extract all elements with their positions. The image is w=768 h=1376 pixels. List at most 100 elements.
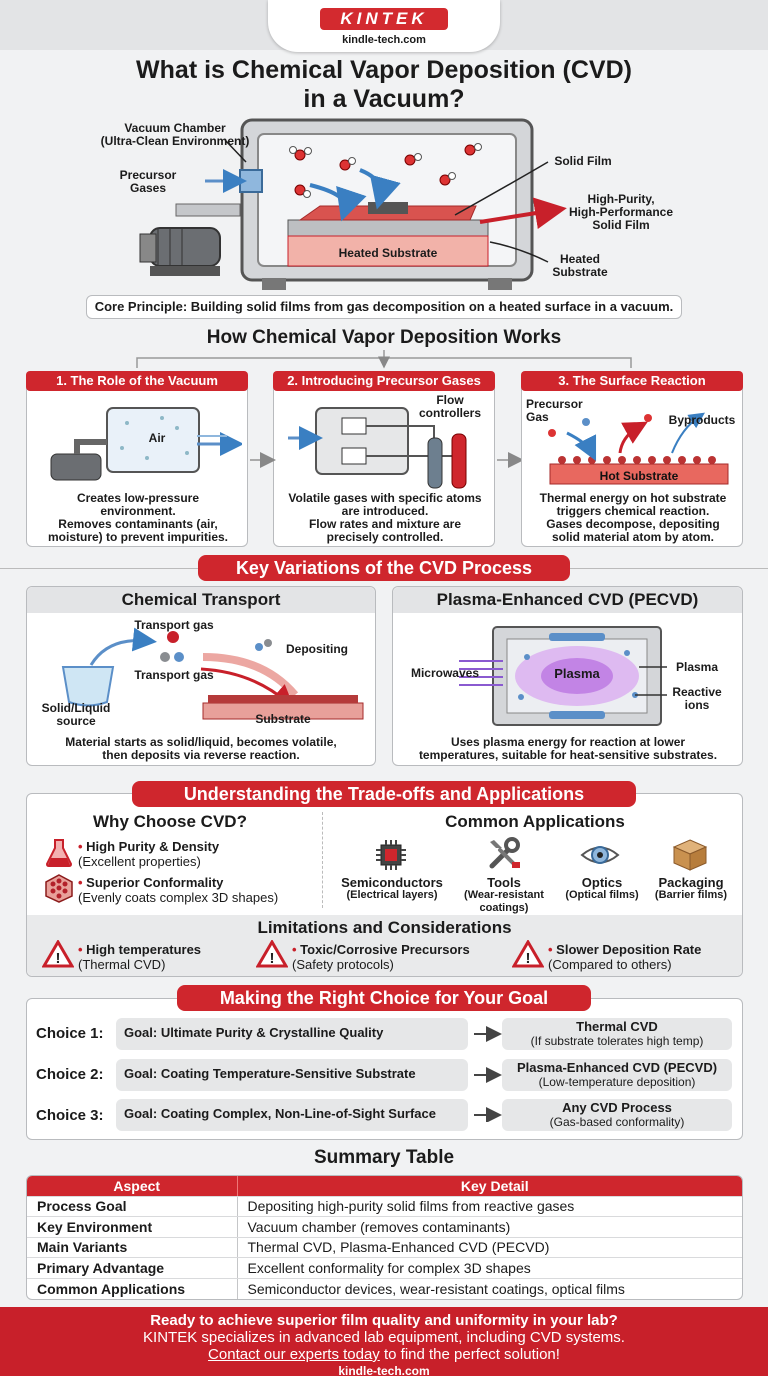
chemical-transport-desc: Material starts as solid/liquid, becomes… bbox=[65, 735, 337, 762]
plasma-center-label: Plasma bbox=[554, 666, 600, 681]
title-line-1: What is Chemical Vapor Deposition (CVD) bbox=[136, 56, 632, 84]
substrate-label: Substrate bbox=[255, 712, 311, 726]
page-title: What is Chemical Vapor Deposition (CVD) … bbox=[0, 56, 768, 114]
choice-2-result-sub: (Low-temperature deposition) bbox=[538, 1075, 696, 1089]
step-3-title: 3. The Surface Reaction bbox=[521, 371, 743, 391]
pecvd-desc: Uses plasma energy for reaction at lower… bbox=[418, 735, 718, 762]
step-2-title: 2. Introducing Precursor Gases bbox=[273, 371, 495, 391]
choice-1-result-title: Thermal CVD bbox=[576, 1019, 658, 1034]
surface-reaction-illustration bbox=[548, 412, 729, 485]
app-semiconductors-label: Semiconductors bbox=[341, 875, 443, 890]
why-item-conformality: • Superior Conformality (Evenly coats co… bbox=[78, 875, 279, 905]
step-vacuum-card: 1. The Role of the Vacuum Air Creates lo… bbox=[26, 371, 248, 547]
eye-icon bbox=[580, 846, 620, 864]
table-cell: Semiconductor devices, wear-resistant co… bbox=[247, 1280, 625, 1297]
footer-site[interactable]: kindle-tech.com bbox=[338, 1364, 430, 1376]
step-1-desc: Creates low-pressure environment. Remove… bbox=[47, 491, 229, 544]
choice-1-goal: Goal: Ultimate Purity & Crystalline Qual… bbox=[116, 1018, 468, 1050]
heated-substrate-inner: Heated Substrate bbox=[338, 246, 438, 260]
source-label: Solid/Liquid source bbox=[41, 701, 111, 728]
table-header-aspect: Aspect bbox=[27, 1176, 238, 1197]
choice-2-result-title: Plasma-Enhanced CVD (PECVD) bbox=[516, 1060, 718, 1075]
flask-icon bbox=[45, 839, 73, 867]
table-cell: Common Applications bbox=[27, 1278, 238, 1299]
gas-flow-illustration bbox=[288, 407, 467, 489]
solid-film-label: Solid Film bbox=[554, 154, 612, 168]
limit-slow-rate-label: Slower Deposition Rate bbox=[556, 942, 702, 957]
app-semiconductors-sub: (Electrical layers) bbox=[346, 889, 438, 901]
contact-link[interactable]: Contact our experts today bbox=[208, 1346, 380, 1363]
box-icon bbox=[672, 839, 708, 871]
choice-arrows bbox=[474, 1026, 502, 1122]
warning-icon: ! bbox=[42, 940, 74, 968]
app-optics-label: Optics bbox=[581, 875, 623, 890]
hot-substrate-label: Hot Substrate bbox=[599, 469, 679, 483]
step-1-title: 1. The Role of the Vacuum bbox=[26, 371, 248, 391]
output-film-label: High-Purity, High-Performance Solid Film bbox=[568, 192, 674, 232]
app-packaging-label: Packaging bbox=[658, 875, 724, 890]
choice-3-result-sub: (Gas-based conformality) bbox=[549, 1115, 685, 1129]
choice-3-result: Any CVD Process(Gas-based conformality) bbox=[502, 1099, 732, 1131]
chemical-transport-illustration bbox=[61, 627, 364, 720]
choice-1-label: Choice 1: bbox=[36, 1025, 104, 1042]
choice-3-label: Choice 3: bbox=[36, 1107, 104, 1124]
step-precursor-card: 2. Introducing Precursor Gases Flow cont… bbox=[273, 371, 495, 547]
step-reaction-card: 3. The Surface Reaction Precursor Gas By… bbox=[521, 371, 743, 547]
warning-icon: ! bbox=[256, 940, 288, 968]
app-optics-sub: (Optical films) bbox=[565, 889, 639, 901]
app-packaging-sub: (Barrier films) bbox=[654, 889, 728, 901]
limit-slow-rate-sub: (Compared to others) bbox=[548, 957, 672, 972]
why-title: Why Choose CVD? bbox=[93, 812, 247, 831]
choice-1-result: Thermal CVD(If substrate tolerates high … bbox=[502, 1018, 732, 1050]
precursor-gas-label: Precursor Gas bbox=[526, 397, 583, 424]
limit-toxic-label: Toxic/Corrosive Precursors bbox=[300, 942, 470, 957]
tradeoffs-title: Understanding the Trade-offs and Applica… bbox=[132, 781, 636, 807]
choice-2-result: Plasma-Enhanced CVD (PECVD)(Low-temperat… bbox=[502, 1059, 732, 1091]
vacuum-chamber-text: Vacuum Chamber bbox=[124, 121, 226, 135]
site-url[interactable]: kindle-tech.com bbox=[342, 34, 426, 46]
why-purity-sub: (Excellent properties) bbox=[78, 854, 201, 869]
table-cell: Vacuum chamber (removes contaminants) bbox=[237, 1216, 742, 1238]
step-arrows bbox=[250, 452, 521, 468]
choice-3-result-title: Any CVD Process bbox=[562, 1100, 672, 1115]
title-line-2: in a Vacuum? bbox=[303, 85, 465, 113]
footer-line-1: Ready to achieve superior film quality a… bbox=[150, 1312, 618, 1329]
heated-substrate-label: Heated Substrate bbox=[552, 252, 608, 279]
app-packaging: Packaging (Barrier films) bbox=[646, 876, 736, 902]
why-conformality-sub: (Evenly coats complex 3D shapes) bbox=[78, 890, 279, 905]
limit-toxic: • Toxic/Corrosive Precursors (Safety pro… bbox=[292, 942, 470, 972]
vacuum-pump-illustration bbox=[50, 407, 242, 481]
table-cell: Primary Advantage bbox=[27, 1257, 238, 1279]
how-connector-lines bbox=[136, 350, 632, 369]
plasma-label: Plasma bbox=[675, 660, 719, 674]
depositing-label: Depositing bbox=[286, 642, 348, 656]
footer-line-3-rest: to find the perfect solution! bbox=[379, 1346, 560, 1363]
limit-toxic-sub: (Safety protocols) bbox=[292, 957, 394, 972]
tools-icon bbox=[489, 837, 520, 869]
vacuum-chamber-sub: (Ultra-Clean Environment) bbox=[100, 134, 250, 148]
table-cell: Depositing high-purity solid films from … bbox=[237, 1196, 742, 1217]
chemical-transport-card: Chemical Transport Transport gas Transpo… bbox=[26, 586, 376, 766]
chemical-transport-title: Chemical Transport bbox=[27, 587, 375, 613]
svg-text:!: ! bbox=[526, 950, 531, 967]
logo-tab: KINTEK kindle-tech.com bbox=[268, 0, 500, 52]
transport-gas-top: Transport gas bbox=[134, 618, 214, 632]
pecvd-card: Plasma-Enhanced CVD (PECVD) Microwaves P… bbox=[392, 586, 743, 766]
core-principle: Core Principle: Building solid films fro… bbox=[86, 295, 682, 319]
limits-panel bbox=[27, 915, 742, 976]
table-cell: Main Variants bbox=[27, 1237, 238, 1258]
footer-cta: Ready to achieve superior film quality a… bbox=[0, 1307, 768, 1376]
choice-1-result-sub: (If substrate tolerates high temp) bbox=[530, 1034, 704, 1048]
choice-3-goal: Goal: Coating Complex, Non-Line-of-Sight… bbox=[116, 1099, 468, 1131]
kintek-logo[interactable]: KINTEK bbox=[320, 8, 448, 30]
app-tools-sub: (Wear-resistant coatings) bbox=[464, 889, 544, 914]
flow-controllers-label: Flow controllers bbox=[418, 393, 481, 420]
variations-title: Key Variations of the CVD Process bbox=[198, 555, 570, 581]
table-cell: Key Environment bbox=[27, 1216, 238, 1238]
lattice-icon bbox=[45, 874, 73, 903]
table-cell: Excellent conformality for complex 3D sh… bbox=[237, 1257, 742, 1279]
